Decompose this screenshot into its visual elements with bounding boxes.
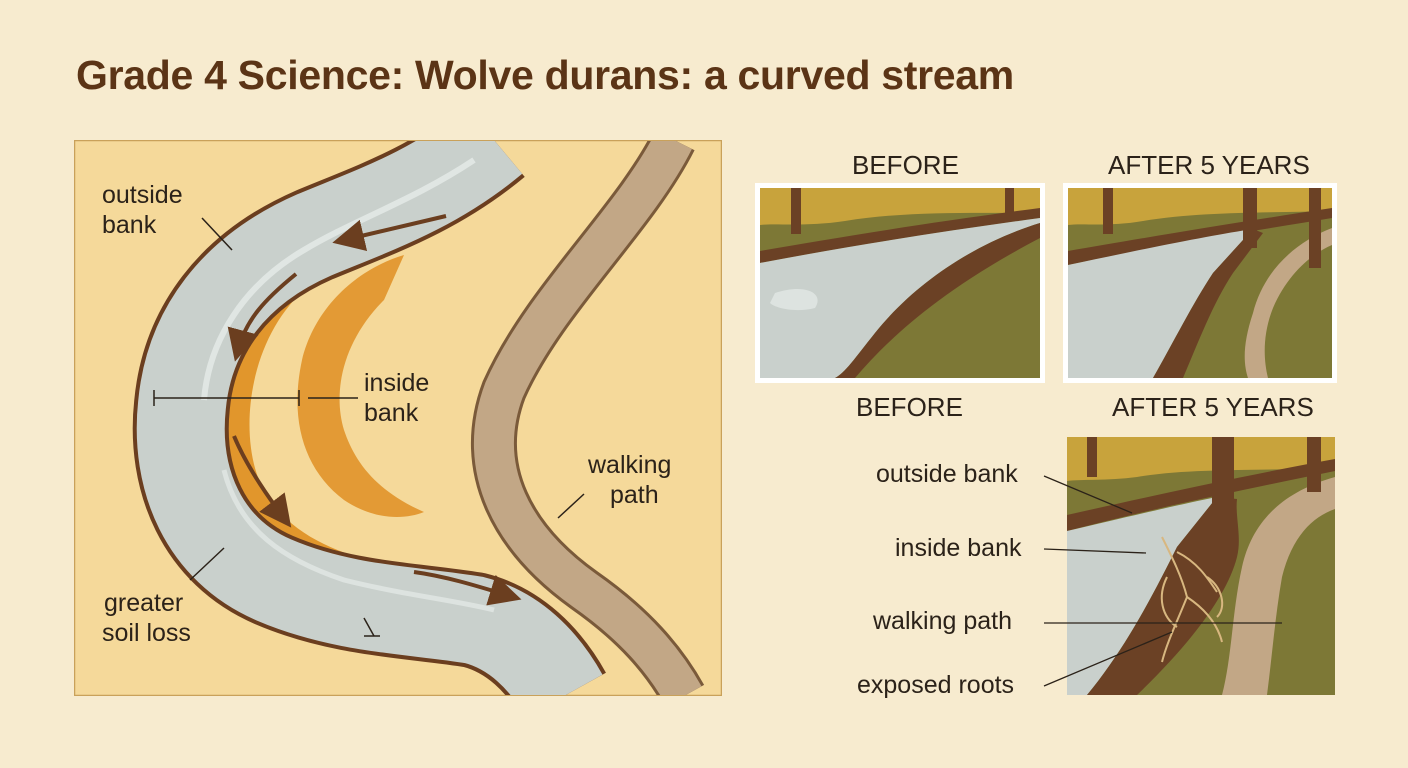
top-before-heading: BEFORE: [852, 150, 959, 180]
bottom-before-heading: BEFORE: [856, 392, 963, 422]
callout-exposed-roots: exposed roots: [857, 671, 1015, 699]
leader-soil-loss: [189, 547, 225, 581]
photo-top-after-svg: [1063, 183, 1337, 383]
callout-outside-bank: outside bank: [876, 460, 1018, 488]
flow-arrow-3: [232, 435, 292, 528]
photo-top-before-svg: [755, 183, 1045, 383]
flow-arrow-4: [413, 570, 522, 606]
leader-callout-exposed-roots: [1043, 631, 1173, 687]
leader-outside-bank: [201, 217, 233, 251]
bottom-after-heading: AFTER 5 YEARS: [1112, 392, 1314, 422]
stream-map-svg: [73, 139, 723, 697]
top-after-heading: AFTER 5 YEARS: [1108, 150, 1310, 180]
leader-callout-outside-bank: [1043, 475, 1133, 514]
photo-bottom-after-detail: [1067, 437, 1335, 695]
soil-loss-tick: [363, 617, 375, 637]
water-highlight-2: [221, 469, 495, 613]
photo-bottom-detail-svg: [1067, 437, 1335, 695]
flow-arrow-2: [227, 272, 298, 362]
leader-walking-path: [557, 493, 585, 519]
callout-walking-path: walking path: [873, 607, 1012, 635]
flow-arrow-1: [332, 214, 447, 251]
callout-inside-bank: inside bank: [895, 534, 1022, 562]
leader-callout-inside-bank: [1043, 548, 1147, 554]
inside-bank-deposit: [297, 255, 424, 517]
photo-top-before: [755, 183, 1045, 383]
walking-path-surface: [474, 141, 702, 695]
photo-top-after: [1063, 183, 1337, 383]
page-title: Grade 4 Science: Wolve durans: a curved …: [76, 52, 1014, 98]
water-highlight: [201, 157, 476, 401]
exposed-roots-shape: [1160, 536, 1224, 663]
